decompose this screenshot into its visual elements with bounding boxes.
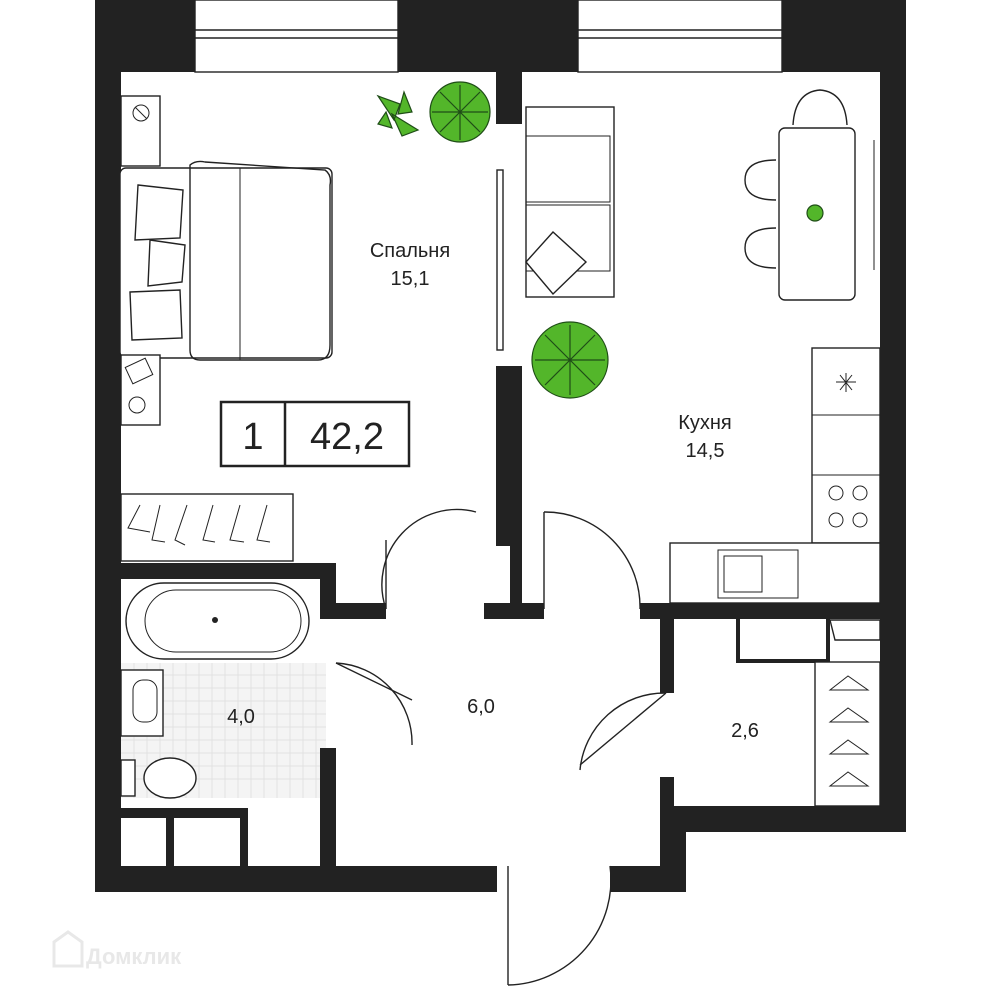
door-entrance [507, 865, 612, 986]
door-bathroom [335, 662, 413, 746]
toilet [120, 757, 197, 799]
kitchen-counter [669, 347, 881, 604]
kitchen-area: 14,5 [686, 440, 725, 462]
plant-bedroom-small [376, 90, 420, 137]
wardrobe [120, 493, 294, 562]
storage-area: 2,6 [731, 720, 759, 742]
rooms-count: 1 [242, 416, 263, 458]
domclick-logo-icon [52, 930, 84, 968]
plant-kitchen [531, 321, 609, 399]
nightstand-top [120, 95, 161, 167]
nightstand-bottom [120, 354, 161, 426]
bed [119, 160, 333, 361]
walls [95, 0, 906, 892]
bathroom-area: 4,0 [227, 706, 255, 728]
storage-shelf [829, 619, 881, 641]
sofa [525, 106, 615, 298]
bedroom-name: Спальня [370, 240, 450, 262]
kitchen-name: Кухня [678, 412, 732, 434]
watermark-text: Домклик [86, 944, 182, 969]
sliding-door [496, 169, 504, 351]
window-kitchen [577, 0, 783, 73]
bedroom-area: 15,1 [391, 268, 430, 290]
dining-set [744, 89, 856, 301]
total-area: 42,2 [310, 416, 384, 458]
storage-wardrobe [814, 661, 881, 807]
window-bedroom [194, 0, 399, 73]
plant-bedroom-large [429, 81, 491, 143]
hallway-area: 6,0 [467, 696, 495, 718]
door-storage [579, 692, 667, 771]
summary-box [219, 400, 411, 468]
door-kitchen [543, 511, 641, 610]
bathroom-sink [120, 669, 164, 737]
door-bedroom [381, 508, 477, 610]
watermark: Домклик [52, 930, 182, 969]
bathtub [125, 582, 310, 660]
